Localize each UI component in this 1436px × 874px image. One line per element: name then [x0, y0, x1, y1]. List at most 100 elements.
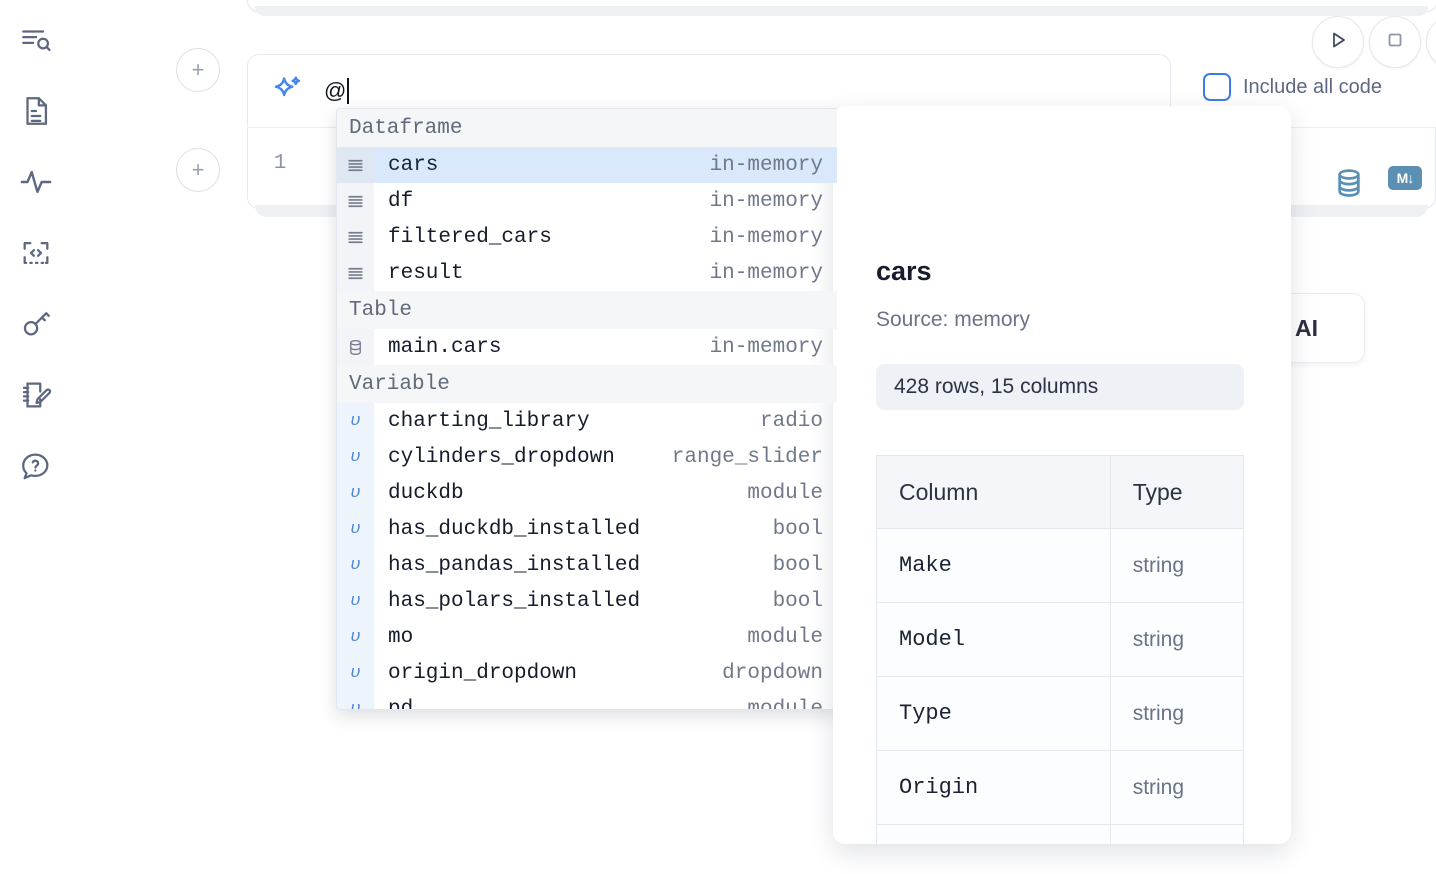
table-icon [337, 329, 374, 365]
schema-table-row: DriveTrainstring [876, 824, 1244, 844]
schema-column-type: string [1132, 775, 1185, 799]
autocomplete-item-type: in-memory [709, 225, 823, 249]
autocomplete-group-header: Table [337, 291, 837, 329]
sidebar-item-variables[interactable] [14, 160, 58, 204]
dataset-source: Source: memory [876, 308, 1031, 331]
sidebar-item-secrets[interactable] [14, 302, 58, 346]
add-cell-below-button[interactable]: + [176, 148, 220, 192]
variable-icon: υ [337, 439, 374, 475]
sidebar-item-explore[interactable] [14, 18, 58, 62]
include-all-code-checkbox[interactable] [1203, 73, 1231, 101]
ai-prompt-value: @ [324, 77, 347, 103]
autocomplete-item-name: cars [388, 153, 439, 177]
help-chat-icon [19, 449, 53, 483]
autocomplete-item-type: in-memory [709, 153, 823, 177]
sidebar-rail [0, 0, 72, 874]
add-cell-above-button[interactable]: + [176, 48, 220, 92]
variable-icon: υ [337, 619, 374, 655]
autocomplete-item[interactable]: df in-memory [337, 183, 837, 219]
code-line-number: 1 [273, 152, 287, 175]
schema-column-name: Make [877, 529, 1111, 602]
autocomplete-item[interactable]: υ has_duckdb_installed bool [337, 511, 837, 547]
stop-button[interactable] [1369, 16, 1421, 68]
text-caret [347, 77, 350, 104]
autocomplete-group-header: Variable [337, 365, 837, 403]
sidebar-item-files[interactable] [14, 89, 58, 133]
schema-table-row: Type string [876, 676, 1244, 750]
schema-column-type: string [1111, 825, 1243, 844]
autocomplete-item-type: bool [772, 517, 823, 541]
plus-icon: + [191, 157, 205, 182]
autocomplete-item[interactable]: filtered_cars in-memory [337, 219, 837, 255]
schema-column-type: string [1132, 701, 1185, 725]
sidebar-item-snippets[interactable] [14, 231, 58, 275]
schema-column-name: Model [877, 603, 1111, 676]
autocomplete-item-name: duckdb [388, 481, 464, 505]
autocomplete-item-name: result [388, 261, 464, 285]
autocomplete-item-type: bool [772, 589, 823, 613]
autocomplete-item[interactable]: result in-memory [337, 255, 837, 291]
markdown-letter: M [1396, 170, 1409, 186]
dataset-shape-badge: 428 rows, 15 columns [876, 364, 1244, 410]
autocomplete-item-name: cylinders_dropdown [388, 445, 615, 469]
autocomplete-item[interactable]: υ pd module [337, 691, 837, 710]
autocomplete-item-name: has_duckdb_installed [388, 517, 641, 541]
autocomplete-item-type: bool [772, 553, 823, 577]
variable-icon: υ [337, 547, 374, 583]
schema-table-header: Column Type [876, 455, 1244, 528]
autocomplete-item-name: df [388, 189, 414, 213]
database-icon-button[interactable] [1332, 166, 1366, 205]
autocomplete-item-type: in-memory [709, 261, 823, 285]
schema-column-name: DriveTrain [877, 825, 1111, 844]
variable-icon: υ [337, 511, 374, 547]
autocomplete-item-name: filtered_cars [388, 225, 552, 249]
ai-prompt-input[interactable]: @ [324, 55, 350, 126]
activity-pulse-icon [19, 165, 53, 199]
variable-icon: υ [337, 691, 374, 709]
autocomplete-item-type: module [747, 481, 823, 505]
outline-search-icon [19, 23, 53, 57]
markdown-icon-button[interactable]: M↓ [1388, 166, 1422, 190]
schema-column-name: Type [877, 677, 1111, 750]
plus-icon: + [191, 57, 205, 82]
sidebar-item-help[interactable] [14, 444, 58, 488]
autocomplete-item-type: dropdown [722, 661, 823, 685]
play-icon [1326, 28, 1350, 57]
notebook-edit-icon [19, 378, 53, 412]
run-button[interactable] [1312, 16, 1364, 68]
autocomplete-item-type: in-memory [709, 189, 823, 213]
schema-column-type: string [1132, 553, 1185, 577]
schema-header-column: Column [877, 456, 1111, 528]
markdown-icon: M↓ [1388, 166, 1422, 190]
autocomplete-item[interactable]: cars in-memory [337, 147, 837, 183]
autocomplete-item-type: module [747, 697, 823, 710]
autocomplete-item-name: pd [388, 697, 414, 710]
stop-square-icon [1383, 28, 1407, 57]
autocomplete-item-name: has_polars_installed [388, 589, 641, 613]
schema-header-type: Type [1132, 478, 1183, 505]
autocomplete-item-name: charting_library [388, 409, 590, 433]
include-all-code-row[interactable]: Include all code [1203, 73, 1382, 101]
dataset-info-panel: cars Source: memory 428 rows, 15 columns… [833, 106, 1291, 844]
key-icon [19, 307, 53, 341]
schema-table-row: Make string [876, 528, 1244, 602]
database-icon [1332, 166, 1366, 205]
autocomplete-item-name: main.cars [388, 335, 502, 359]
autocomplete-item-type: module [747, 625, 823, 649]
sidebar-item-scratchpad[interactable] [14, 373, 58, 417]
more-actions-button[interactable] [1426, 16, 1436, 68]
variable-icon: υ [337, 655, 374, 691]
